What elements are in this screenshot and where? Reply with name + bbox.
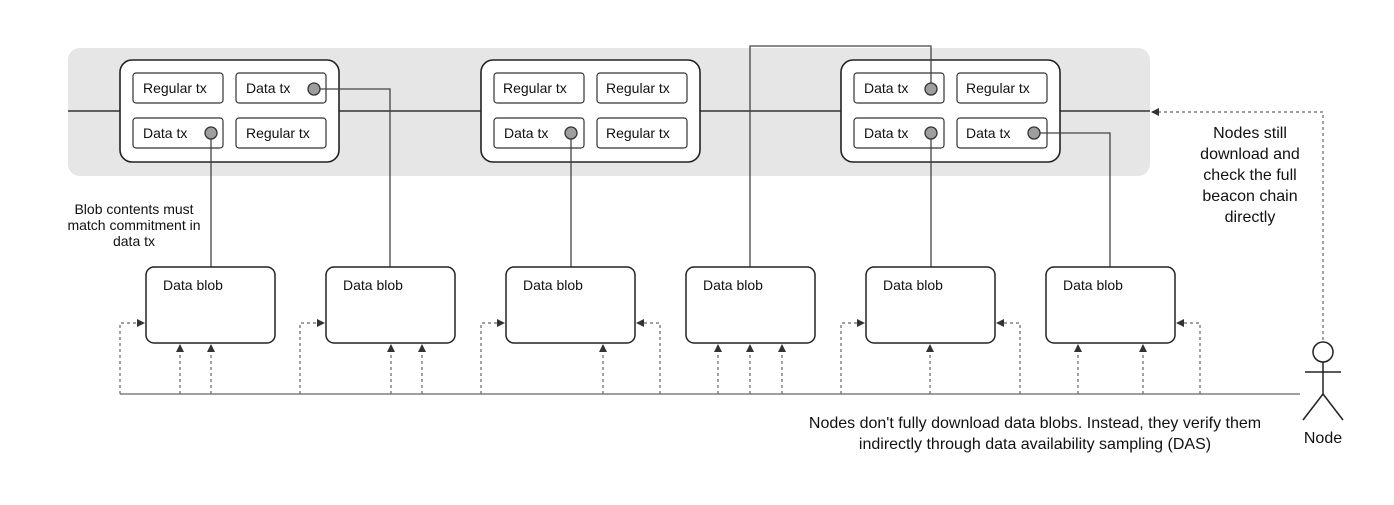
tx-label: Regular tx [503, 80, 567, 96]
commitment-dot [924, 126, 938, 140]
data-blob-label: Data blob [1063, 277, 1123, 293]
tx-box [235, 72, 327, 104]
data-blob-label: Data blob [523, 277, 583, 293]
tx-label: Data tx [966, 125, 1011, 141]
data-blob-box [1045, 266, 1176, 344]
tx-box [235, 117, 327, 149]
tx-box [596, 72, 688, 104]
tx-box [596, 117, 688, 149]
tx-box [132, 72, 224, 104]
commitment-link [1034, 132, 1111, 267]
data-blob-box [145, 266, 276, 344]
data-blob-label: Data blob [343, 277, 403, 293]
node-label: Node [1303, 430, 1343, 447]
data-blob-label: Data blob [883, 277, 943, 293]
tx-box [853, 117, 945, 149]
data-blob-box [685, 266, 816, 344]
tx-label: Regular tx [966, 80, 1030, 96]
data-blob-box [325, 266, 456, 344]
commitment-dot [307, 82, 321, 96]
beacon-chain-note: Nodes still download and check the full … [1200, 125, 1300, 226]
tx-label: Data tx [143, 125, 188, 141]
data-blob-label: Data blob [703, 277, 763, 293]
das-note: Nodes don't fully download data blobs. I… [808, 415, 1262, 453]
tx-box [493, 117, 585, 149]
commitment-link [314, 88, 391, 267]
data-blob-box [865, 266, 996, 344]
tx-box [493, 72, 585, 104]
tx-label: Regular tx [143, 80, 207, 96]
commitment-note: Blob contents must match commitment in d… [67, 201, 201, 249]
tx-box [853, 72, 945, 104]
tx-label: Data tx [246, 80, 291, 96]
tx-label: Data tx [864, 80, 909, 96]
tx-label: Data tx [504, 125, 549, 141]
tx-label: Regular tx [246, 125, 310, 141]
tx-label: Regular tx [606, 80, 670, 96]
data-blob-label: Data blob [163, 277, 223, 293]
tx-box [956, 72, 1048, 104]
node-person-icon [1302, 341, 1344, 421]
commitment-dot [564, 126, 578, 140]
commitment-link [749, 45, 932, 267]
commitment-dot [1027, 126, 1041, 140]
tx-label: Data tx [864, 125, 909, 141]
tx-box [132, 117, 224, 149]
commitment-dot [204, 126, 218, 140]
data-blob-box [505, 266, 636, 344]
commitment-dot [924, 82, 938, 96]
sampling-arrows [119, 108, 1324, 394]
tx-label: Regular tx [606, 125, 670, 141]
